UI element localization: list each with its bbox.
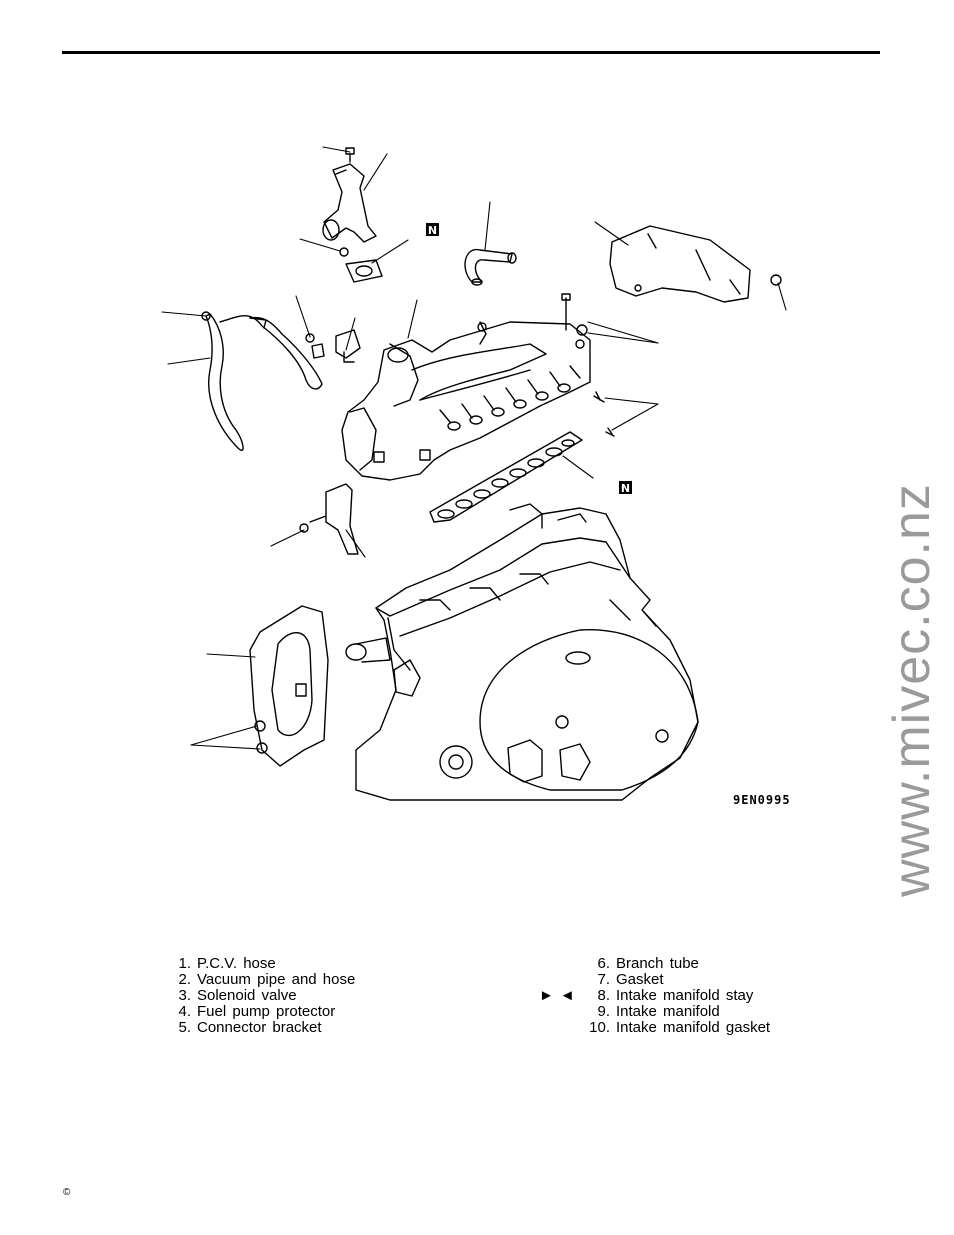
legend-item-label: Fuel pump protector (197, 1003, 336, 1020)
intake-manifold-stay (249, 605, 329, 767)
figure-code: 9EN0995 (733, 793, 791, 807)
legend-item-number: 6. (597, 955, 610, 972)
legend-left-column: 1. P.C.V. hose 2. Vacuum pipe and hose 3. S… (171, 956, 355, 1036)
legend-item-number: 7. (597, 971, 610, 988)
legend-item-number: 8. (597, 987, 610, 1004)
legend-item: 9. Intake manifold (588, 1004, 770, 1020)
legend-item: 6. Branch tube (588, 956, 770, 972)
watermark: www.mivec.co.nz (883, 483, 941, 897)
legend-item-number: 10. (589, 1019, 610, 1036)
legend-right-column: 6. Branch tube 7. Gasket 8. Intake manifold… (588, 956, 770, 1036)
legend-item-label: Vacuum pipe and hose (197, 971, 356, 988)
legend-item: 7. Gasket (588, 972, 770, 988)
legend-item: 1. P.C.V. hose (171, 956, 355, 972)
intake-manifold (341, 321, 591, 481)
legend-item: 10. Intake manifold gasket (588, 1020, 770, 1036)
legend-item: 8. Intake manifold stay (588, 988, 770, 1004)
fuel-pump-protector (609, 225, 782, 303)
bolt-top (345, 147, 355, 163)
legend-item-label: Gasket (616, 971, 664, 988)
solenoid-valve (305, 329, 361, 363)
legend-item: 2. Vacuum pipe and hose (171, 972, 355, 988)
legend-item: 5. Connector bracket (171, 1020, 355, 1036)
legend-item-label: P.C.V. hose (197, 955, 276, 972)
legend-item-label: Solenoid valve (197, 987, 297, 1004)
legend-item: 3. Solenoid valve (171, 988, 355, 1004)
small-bolt-1 (339, 247, 349, 257)
legend-item-number: 1. (178, 955, 191, 972)
stay-marker: ►◄ (539, 987, 581, 1004)
intake-manifold-gasket (429, 431, 583, 523)
n-symbol-1: N (426, 223, 439, 237)
svg-text:N: N (621, 482, 630, 495)
legend-item-label: Intake manifold stay (616, 987, 754, 1004)
gasket (345, 259, 383, 283)
legend-item-number: 4. (178, 1003, 191, 1020)
legend-item-label: Intake manifold gasket (616, 1019, 771, 1036)
top-rule (62, 51, 880, 54)
leader-lines (161, 146, 787, 750)
legend-item-number: 3. (178, 987, 191, 1004)
legend-item-number: 5. (178, 1019, 191, 1036)
n-symbol-2: N (619, 481, 632, 495)
legend-item-number: 9. (597, 1003, 610, 1020)
vacuum-hose (464, 249, 517, 286)
legend-item-label: Branch tube (616, 955, 699, 972)
legend-item-number: 2. (178, 971, 191, 988)
pcv-hose (201, 311, 323, 451)
engine-block (345, 503, 699, 801)
legend-item: 4. Fuel pump protector (171, 1004, 355, 1020)
branch-tube (322, 163, 377, 243)
legend-item-label: Connector bracket (197, 1019, 322, 1036)
connector-bracket (299, 483, 359, 555)
legend-item-label: Intake manifold (616, 1003, 720, 1020)
exploded-view-diagram: N N (150, 130, 820, 820)
svg-text:N: N (428, 224, 437, 237)
copyright-symbol: © (63, 1187, 71, 1198)
manifold-stay-bolts (561, 293, 615, 437)
